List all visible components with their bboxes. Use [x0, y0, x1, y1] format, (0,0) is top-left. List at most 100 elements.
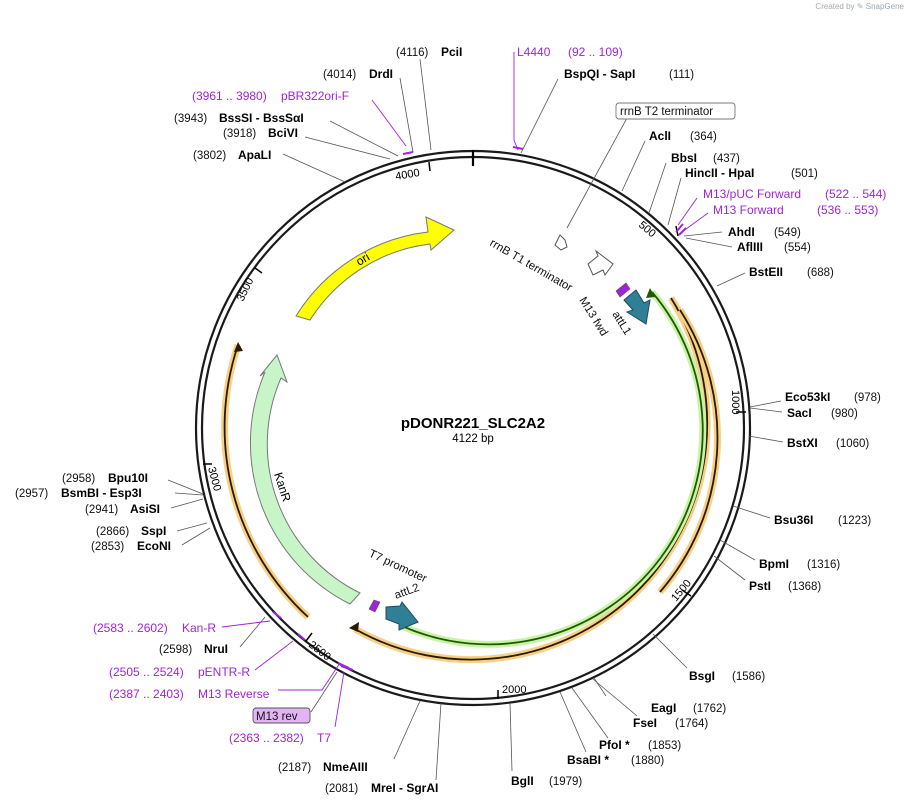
m13-rev-box: [252, 707, 311, 724]
orange-left-arrowhead: [234, 342, 243, 352]
site-name: AsiSI: [130, 502, 160, 516]
site-name: PstI: [749, 579, 771, 593]
tick-label-1000: 1000: [729, 390, 741, 414]
site-name: ApaLI: [238, 148, 271, 162]
site-pos: (4014): [323, 69, 356, 81]
site-name: AflIII: [737, 240, 763, 254]
attl1-feature: [623, 289, 651, 325]
snapgene-logo-icon: ✎: [856, 2, 864, 11]
primer-range: (2363 .. 2382): [229, 731, 304, 745]
site-name: BssSI - BssSαI: [219, 111, 304, 125]
site-labels: (4116) PciI (4014) DrdI (3943) BssSI - B…: [15, 45, 881, 795]
site-pos: (978): [854, 392, 881, 404]
site-name: MreI - SgrAI: [371, 781, 438, 795]
site-name: BpmI: [759, 557, 789, 571]
insert-orange-arc-glow: [353, 296, 711, 664]
plasmid-name: pDONR221_SLC2A2: [401, 415, 545, 432]
site-name: BbsI: [671, 151, 697, 165]
site-pos: (549): [774, 227, 801, 239]
site-pos: (554): [784, 242, 811, 254]
site-pos: (501): [791, 168, 818, 180]
site-name: EagI: [651, 701, 676, 715]
primer-range: (3961 .. 3980): [192, 89, 267, 103]
site-name: SspI: [141, 524, 166, 538]
site-pos: (2081): [325, 783, 358, 795]
insert-orange-arrowhead: [349, 622, 359, 632]
site-pos: (1316): [807, 559, 840, 571]
rrnb-t2-label: rrnB T2 terminator: [620, 106, 713, 118]
site-name: Eco53kI: [785, 390, 830, 404]
ori-label: ori: [354, 250, 373, 269]
site-name: Bsu36I: [774, 513, 813, 527]
tick-label-4000: 4000: [394, 167, 420, 183]
rrnb-t2-feature: [554, 234, 568, 251]
site-pos: (2598): [159, 644, 192, 656]
primer-name: L4440: [517, 45, 551, 59]
site-pos: (111): [669, 69, 694, 81]
site-pos: (1853): [648, 740, 681, 752]
site-name: BglI: [511, 774, 534, 788]
primer-range: (2583 .. 2602): [93, 621, 168, 635]
m13-fwd-label: M13 fwd: [576, 295, 609, 338]
orange-left-arc: [223, 344, 309, 618]
site-name: BstEII: [749, 265, 783, 279]
site-pos: (2866): [96, 526, 129, 538]
site-pos: (1764): [675, 718, 708, 730]
site-pos: (1368): [788, 581, 821, 593]
site-name: EcoNI: [137, 539, 171, 553]
site-name: BciVI: [268, 126, 298, 140]
site-name: HincII - HpaI: [685, 166, 754, 180]
insert-orange-arc: [354, 297, 709, 661]
credit-prefix: Created by: [815, 2, 855, 11]
tick-label-2000: 2000: [502, 684, 526, 696]
kanr-feature: [249, 354, 361, 605]
site-pos: (1762): [693, 703, 726, 715]
primer-name: pBR322ori-F: [281, 89, 349, 103]
rrnb-t2-box: [615, 102, 736, 120]
primer-range: (522 .. 544): [825, 187, 886, 201]
site-pos: (980): [831, 408, 858, 420]
site-pos: (1223): [838, 515, 871, 527]
site-pos: (1979): [549, 776, 582, 788]
primer-name: M13 Reverse: [198, 687, 270, 701]
site-name: DrdI: [369, 67, 393, 81]
site-name: BsaBI *: [567, 753, 609, 767]
tick-label-500: 500: [636, 219, 658, 240]
rrnb-t1-feature: [587, 249, 614, 277]
plasmid-length: 4122 bp: [452, 433, 494, 445]
site-name: BspQI - SapI: [564, 67, 635, 81]
rrnb-t2-leader: [566, 117, 628, 229]
site-name: NmeAIII: [323, 760, 368, 774]
site-pos: (3802): [193, 150, 226, 162]
site-name: FseI: [633, 716, 657, 730]
primer-name: Kan-R: [182, 621, 216, 635]
site-pos: (1880): [631, 755, 664, 767]
insert-orange-arc-2: [659, 309, 719, 593]
site-pos: (1586): [732, 671, 765, 683]
primer-labels: L4440 (92 .. 109) (3961 .. 3980) pBR322o…: [93, 45, 886, 745]
site-name: PfoI *: [599, 738, 630, 752]
site-name: Bpu10I: [108, 471, 148, 485]
credit-brand: SnapGene: [865, 2, 904, 11]
site-pos: (2853): [91, 541, 124, 553]
credit-text: Created by ✎ SnapGene: [815, 2, 904, 11]
site-pos: (4116): [396, 47, 429, 59]
primer-range: (92 .. 109): [568, 45, 623, 59]
site-pos: (2957): [15, 488, 48, 500]
site-pos: (364): [690, 131, 717, 143]
m13-rev-label: M13 rev: [256, 711, 298, 723]
site-pos: (3943): [174, 113, 207, 125]
primer-name: pENTR-R: [198, 665, 250, 679]
site-name: BsmBI - Esp3I: [61, 486, 142, 500]
site-name: AclI: [649, 129, 671, 143]
site-name: AhdI: [728, 225, 755, 239]
ori-feature: [295, 216, 455, 321]
site-pos: (3918): [223, 128, 256, 140]
insert-green-arrowhead: [646, 288, 655, 298]
insert-green-arc: [401, 291, 704, 646]
primer-name: T7: [317, 731, 331, 745]
site-pos: (2958): [62, 473, 95, 485]
site-name: BsgI: [689, 669, 715, 683]
primer-name: M13/pUC Forward: [703, 187, 801, 201]
